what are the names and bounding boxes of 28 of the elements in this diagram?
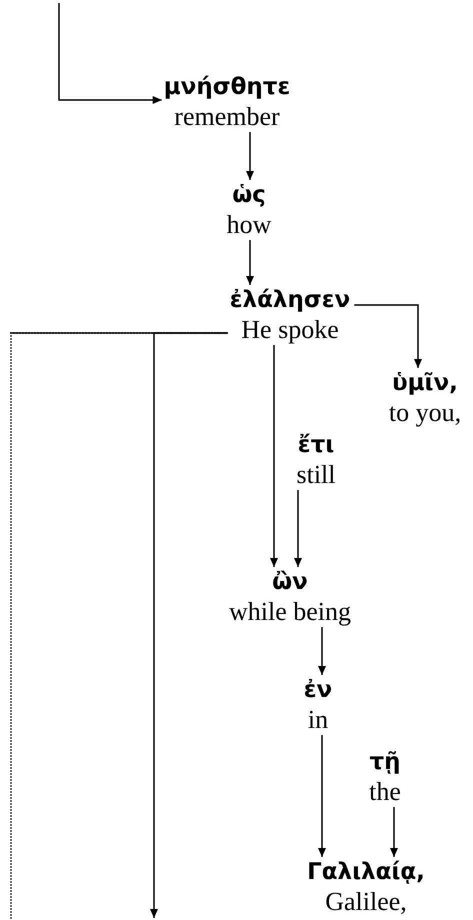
english-gloss: in: [306, 705, 330, 735]
greek-word: ἐλάλησεν: [230, 286, 350, 315]
greek-word: τῇ: [369, 748, 401, 777]
connector-line: [10, 332, 228, 334]
english-gloss: still: [296, 460, 336, 490]
arrow: [318, 627, 326, 675]
arrow: [354, 304, 422, 368]
arrow: [294, 490, 302, 567]
arrow: [390, 807, 398, 857]
english-gloss: He spoke: [240, 315, 340, 345]
greek-word: ὢν: [271, 568, 309, 597]
arrow: [270, 345, 278, 567]
english-gloss: remember: [173, 102, 281, 132]
english-gloss: the: [369, 777, 401, 807]
english-gloss: while being: [228, 597, 352, 627]
arrow: [318, 735, 326, 857]
arrow: [246, 240, 254, 285]
greek-word: ὑμῖν,: [391, 369, 459, 398]
greek-word: ὡς: [231, 181, 267, 210]
english-gloss: to you,: [388, 398, 462, 428]
arrow: [246, 132, 254, 180]
greek-word: ἔτι: [296, 431, 336, 460]
greek-word: μνήσθητε: [164, 73, 290, 102]
greek-word: ἐν: [304, 676, 332, 705]
english-gloss: Galilee,: [324, 887, 408, 917]
arrow: [58, 3, 162, 104]
english-gloss: how: [226, 210, 272, 240]
greek-word: Γαλιλαίᾳ,: [307, 858, 425, 887]
